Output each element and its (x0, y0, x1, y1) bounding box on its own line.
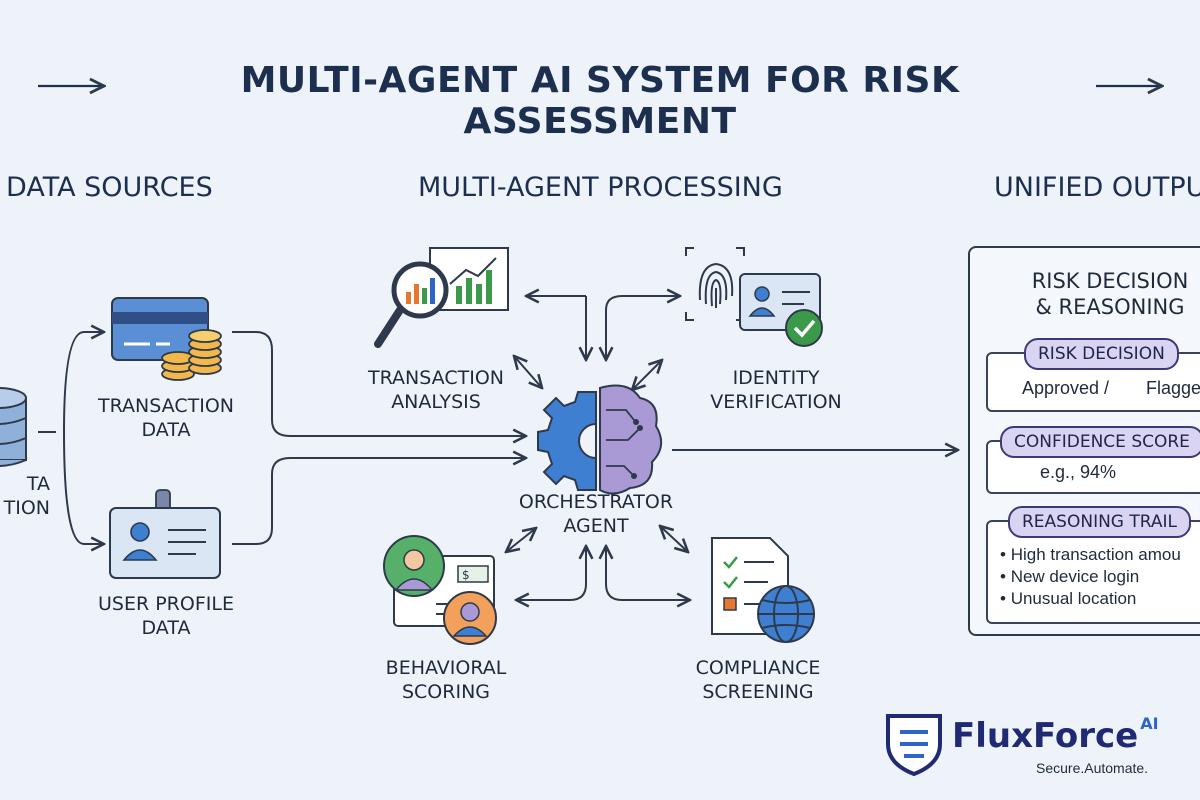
risk-decision-pill: RISK DECISION (1024, 338, 1179, 370)
source-profile-label: USER PROFILE DATA (98, 593, 234, 639)
section-data-sources: DATA SOURCES (6, 172, 213, 203)
id-badge-icon (109, 489, 221, 579)
reasoning-item: • Unusual location (1000, 589, 1137, 608)
source-transaction-label: TRANSACTION DATA (98, 395, 234, 441)
decision-flagged-text: Flagge (1146, 378, 1200, 398)
agent-transaction-analysis-label: TRANSACTION ANALYSIS (368, 367, 504, 413)
shield-logo-icon (886, 714, 942, 777)
section-unified-output: UNIFIED OUTPUT (994, 172, 1200, 203)
credit-card-icon (111, 297, 209, 361)
page-title: MULTI-AGENT AI SYSTEM FOR RISK ASSESSMEN… (240, 60, 960, 142)
agent-identity-verification-label: IDENTITY VERIFICATION (710, 367, 842, 413)
source-integration-label: TA TION (3, 473, 50, 519)
coins-icon (161, 329, 222, 381)
output-panel-title: RISK DECISION & REASONING (1031, 269, 1189, 319)
confidence-score-pill: CONFIDENCE SCORE (1000, 426, 1200, 458)
fingerprint-icon (685, 247, 745, 321)
agent-connectors (506, 296, 690, 600)
user-profiles-icon: $ (383, 535, 497, 645)
agent-orchestrator-label: ORCHESTRATOR AGENT (518, 491, 674, 537)
globe-icon (757, 585, 815, 643)
magnifier-chart-icon (374, 247, 509, 348)
source-branch-connector (38, 332, 104, 544)
agent-behavioral-scoring-label: BEHAVIORAL SCORING (385, 657, 507, 703)
id-card-check-icon (739, 273, 823, 347)
source-to-orchestrator-connector (232, 331, 526, 545)
confidence-score-value: e.g., 94% (1040, 462, 1117, 482)
brand-tagline: Secure.Automate. (1036, 760, 1149, 776)
gear-brain-icon (537, 384, 663, 495)
section-multi-agent-processing: MULTI-AGENT PROCESSING (418, 172, 783, 203)
reasoning-item: • High transaction amou (1000, 545, 1181, 564)
svg-text:$: $ (462, 568, 470, 582)
database-icon (0, 387, 27, 467)
reasoning-trail-pill: REASONING TRAIL (1008, 506, 1192, 538)
reasoning-item: • New device login (1000, 567, 1140, 586)
agent-compliance-screening-label: COMPLIANCE SCREENING (695, 657, 821, 703)
decision-approved-text: Approved / (1022, 378, 1110, 398)
